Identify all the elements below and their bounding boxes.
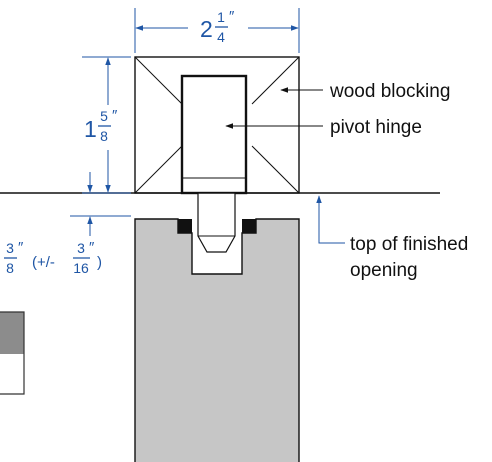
pivot-spindle — [197, 193, 236, 253]
top-opening-leader — [316, 195, 345, 244]
height-dimension: 1 5 8 ″ — [82, 56, 131, 194]
callout-wood-blocking: wood blocking — [280, 81, 450, 102]
side-panel — [0, 311, 25, 395]
blocking-diagonal — [251, 56, 300, 105]
width-numerator: 1 — [217, 9, 225, 25]
callout-pivot-hinge: pivot hinge — [225, 117, 422, 138]
side-panel-face — [0, 354, 24, 394]
door-panel — [134, 218, 300, 462]
top-opening-label-line2: opening — [350, 260, 418, 281]
pivot-hinge-label: pivot hinge — [330, 117, 422, 138]
gap-tol-denominator: 16 — [73, 260, 89, 276]
blocking-diagonal — [251, 145, 300, 194]
blocking-diagonal — [134, 145, 183, 194]
height-numerator: 5 — [100, 108, 108, 124]
height-denominator: 8 — [100, 128, 108, 144]
side-panel-shade — [0, 312, 24, 354]
blocking-diagonal — [134, 56, 183, 105]
side-panel-outline — [0, 311, 25, 395]
width-whole: 2 — [200, 16, 213, 42]
height-unit: ″ — [112, 107, 118, 124]
gap-denominator: 8 — [6, 260, 14, 276]
top-opening-label-line1: top of finished — [350, 234, 468, 255]
gap-unit: ″ — [18, 239, 24, 256]
width-unit: ″ — [229, 8, 235, 25]
height-whole: 1 — [84, 116, 97, 142]
gap-tol-unit: ″ — [89, 239, 95, 256]
pivot-hinge-body — [180, 74, 248, 195]
callout-top-opening: top of finished opening — [316, 195, 468, 281]
gap-tolerance-suffix: ) — [97, 254, 102, 271]
door-panel-body — [134, 218, 300, 462]
gap-numerator: 3 — [6, 240, 14, 256]
width-denominator: 4 — [217, 29, 225, 45]
width-dimension: 2 1 4 ″ — [134, 8, 300, 53]
door-seal-right — [242, 219, 256, 233]
gap-dimension: 3 8 ″ (+/- 3 16 ″ ) — [4, 172, 131, 276]
wood-blocking-label: wood blocking — [329, 81, 450, 102]
door-seal-left — [178, 219, 192, 233]
gap-tolerance-prefix: (+/- — [32, 254, 55, 271]
gap-tol-numerator: 3 — [77, 240, 85, 256]
